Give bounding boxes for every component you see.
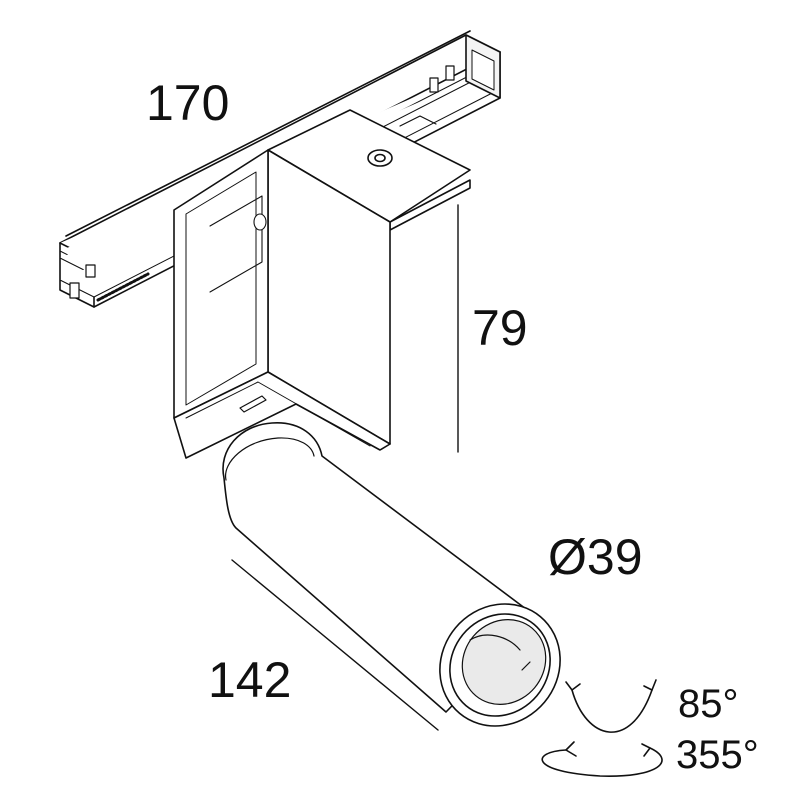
spotlight-body	[222, 422, 561, 727]
dimension-tilt-angle: 85°	[678, 682, 739, 726]
rail-contact-slot	[85, 264, 96, 278]
rail-contact-slot	[445, 65, 455, 81]
dimension-diameter: Ø39	[548, 529, 643, 585]
rail-contact-slot	[69, 282, 80, 299]
tilt-arrow-icon	[565, 679, 657, 733]
rotate-arrow-icon	[541, 741, 663, 777]
dimension-adapter-height: 79	[472, 300, 528, 356]
dimension-lines	[231, 204, 459, 731]
dimension-body-length: 142	[208, 652, 292, 708]
dimension-rotation-angle: 355°	[676, 733, 759, 777]
track-adapter	[173, 109, 471, 459]
dimension-line-142	[231, 559, 439, 731]
dimension-track-length: 170	[146, 75, 230, 131]
rail-contact-slot	[429, 77, 439, 93]
